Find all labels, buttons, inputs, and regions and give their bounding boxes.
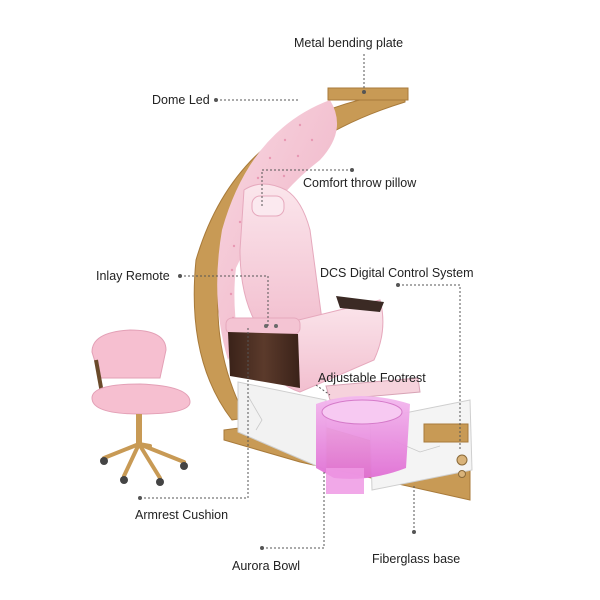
wood-side-panel	[228, 332, 300, 388]
dcs-control-knob	[456, 454, 468, 466]
label-inlay-remote: Inlay Remote	[96, 269, 170, 283]
remote-button	[264, 324, 268, 328]
label-dcs-digital-control-system: DCS Digital Control System	[320, 266, 474, 280]
pedicure-chair	[225, 183, 384, 393]
metal-bending-plate	[327, 87, 409, 101]
leader-lines	[140, 54, 461, 549]
leader-line-inlay-remote	[180, 275, 269, 328]
leader-line-comfort-throw-pillow	[261, 169, 352, 206]
throw-pillow	[251, 195, 285, 217]
aurora-bowl	[316, 396, 410, 494]
leader-line-armrest-cushion	[140, 326, 249, 499]
dcs-control-knob	[458, 470, 466, 478]
leader-dots	[138, 90, 416, 550]
adjustable-footrest	[325, 377, 421, 401]
salon-stool	[91, 329, 191, 486]
label-armrest-cushion: Armrest Cushion	[135, 508, 229, 522]
label-metal-bending-plate: Metal bending plate	[294, 36, 404, 50]
label-fiberglass-base: Fiberglass base	[372, 552, 461, 566]
right-armrest	[336, 296, 384, 312]
label-aurora-bowl: Aurora Bowl	[232, 559, 301, 573]
label-comfort-throw-pillow: Comfort throw pillow	[303, 176, 417, 190]
dome-canopy	[193, 87, 409, 421]
left-armrest	[225, 317, 301, 335]
label-dome-led: Dome Led	[152, 93, 210, 107]
control-panel	[423, 423, 469, 443]
label-adjustable-footrest: Adjustable Footrest	[318, 371, 426, 385]
leader-line-aurora-bowl	[262, 470, 325, 549]
leader-line-adjustable-footrest	[315, 384, 331, 396]
leader-line-dcs-digital-control-system	[398, 284, 461, 450]
remote-button	[274, 324, 278, 328]
